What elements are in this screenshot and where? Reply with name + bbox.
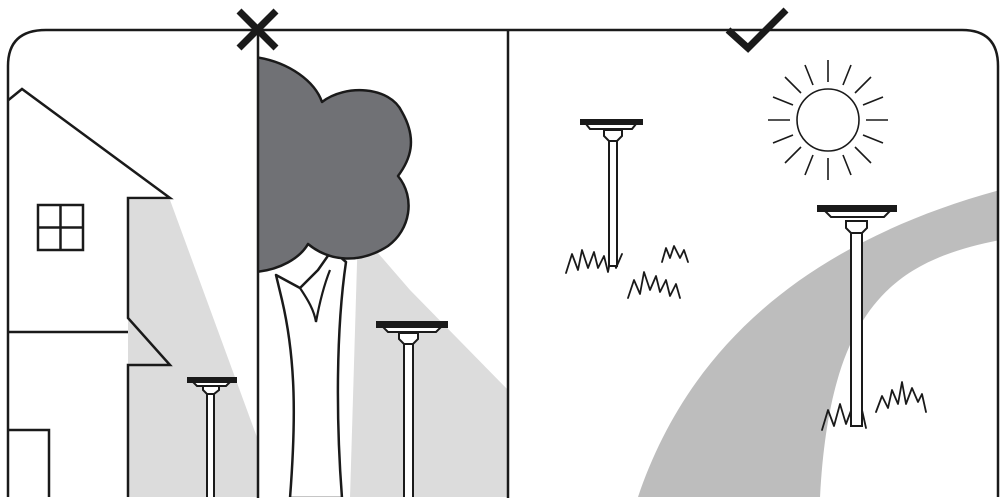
panel-open-sun (566, 60, 1000, 500)
panel-house-shade (6, 89, 258, 500)
house-shade-area (128, 200, 258, 498)
tree-trunk (276, 250, 346, 498)
sun-icon (768, 60, 888, 180)
house-window (38, 205, 83, 250)
solar-light-on-lawn (581, 120, 642, 266)
tree-canopy (255, 57, 411, 272)
tree-shade-area (350, 230, 508, 498)
curved-path (637, 190, 1000, 500)
panel-tree-shade (255, 57, 508, 500)
